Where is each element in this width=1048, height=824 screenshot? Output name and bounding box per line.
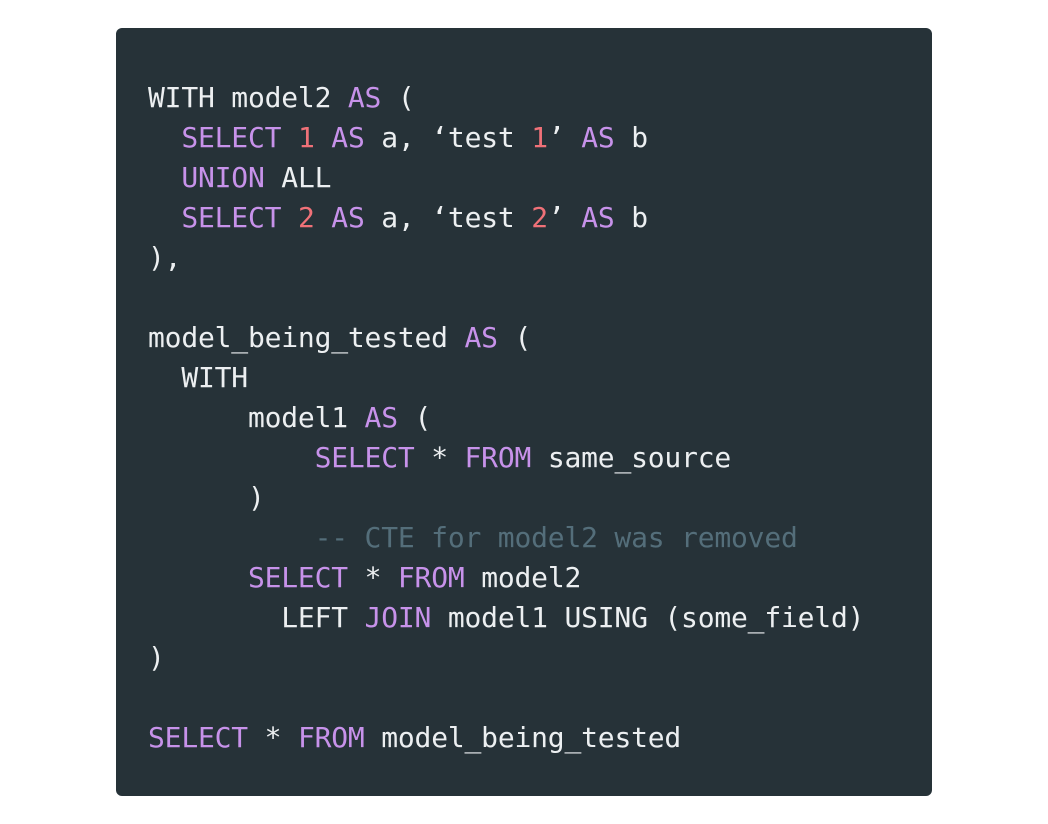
code-token: (	[397, 401, 432, 434]
keyword-token: AS	[331, 201, 365, 234]
code-line: SELECT 2 AS a, ‘test 2’ AS b	[148, 198, 864, 238]
code-token: model_being_tested	[364, 721, 682, 754]
code-line: SELECT 1 AS a, ‘test 1’ AS b	[148, 118, 864, 158]
code-line: SELECT * FROM same_source	[148, 438, 864, 478]
code-line: model_being_tested AS (	[148, 318, 864, 358]
keyword-token: FROM	[464, 441, 532, 474]
code-token	[148, 201, 181, 234]
code-token: WITH model2	[148, 81, 348, 114]
number-token: 2	[531, 201, 548, 234]
code-token: a, ‘test	[364, 201, 532, 234]
keyword-token: FROM	[397, 561, 465, 594]
code-line: model1 AS (	[148, 398, 864, 438]
code-token: (	[381, 81, 415, 114]
code-token	[281, 121, 298, 154]
code-token	[315, 121, 332, 154]
code-token: ALL	[264, 161, 332, 194]
code-line: SELECT * FROM model_being_tested	[148, 718, 864, 758]
code-token: *	[414, 441, 465, 474]
code-token	[148, 161, 181, 194]
code-line: WITH model2 AS (	[148, 78, 864, 118]
code-token: *	[247, 721, 298, 754]
code-line: )	[148, 478, 864, 518]
blank-code-line	[148, 678, 864, 718]
code-block: WITH model2 AS ( SELECT 1 AS a, ‘test 1’…	[116, 28, 932, 796]
blank-code-line	[148, 278, 864, 318]
code-lines: WITH model2 AS ( SELECT 1 AS a, ‘test 1’…	[148, 78, 864, 758]
keyword-token: AS	[331, 121, 365, 154]
code-token	[148, 441, 315, 474]
code-token: ),	[148, 241, 182, 274]
code-line: )	[148, 638, 864, 678]
keyword-token: AS	[581, 121, 615, 154]
code-token: a, ‘test	[364, 121, 532, 154]
code-token: WITH	[148, 361, 248, 394]
code-token: (	[497, 321, 532, 354]
keyword-token: SELECT	[181, 121, 282, 154]
code-line: ),	[148, 238, 864, 278]
comment-token: -- CTE for model2 was removed	[314, 521, 798, 554]
code-token	[281, 201, 298, 234]
keyword-token: SELECT	[181, 201, 282, 234]
code-token	[148, 121, 181, 154]
number-token: 2	[297, 201, 315, 234]
code-token: ’	[547, 201, 582, 234]
code-token: model2	[464, 561, 582, 594]
number-token: 1	[531, 121, 548, 154]
code-token: b	[614, 201, 648, 234]
code-token	[315, 201, 332, 234]
code-token: )	[148, 481, 265, 514]
number-token: 1	[297, 121, 315, 154]
keyword-token: SELECT	[148, 721, 248, 754]
code-token: same_source	[531, 441, 732, 474]
code-token: )	[148, 641, 165, 674]
code-token: model1 USING (some_field)	[431, 601, 865, 634]
code-line: UNION ALL	[148, 158, 864, 198]
keyword-token: AS	[464, 321, 499, 354]
code-token: *	[347, 561, 398, 594]
keyword-token: AS	[364, 401, 399, 434]
code-token: ’	[547, 121, 582, 154]
code-token: LEFT	[148, 601, 365, 634]
code-line: -- CTE for model2 was removed	[148, 518, 864, 558]
keyword-token: SELECT	[247, 561, 348, 594]
keyword-token: SELECT	[314, 441, 415, 474]
code-token	[148, 561, 248, 594]
keyword-token: UNION	[181, 161, 265, 194]
code-token: model1	[148, 401, 365, 434]
keyword-token: AS	[581, 201, 615, 234]
code-token: b	[614, 121, 648, 154]
code-line: WITH	[148, 358, 864, 398]
code-line: SELECT * FROM model2	[148, 558, 864, 598]
code-token	[148, 521, 315, 554]
keyword-token: JOIN	[364, 601, 432, 634]
code-line: LEFT JOIN model1 USING (some_field)	[148, 598, 864, 638]
code-token: model_being_tested	[148, 321, 465, 354]
keyword-token: AS	[347, 81, 382, 114]
keyword-token: FROM	[297, 721, 365, 754]
